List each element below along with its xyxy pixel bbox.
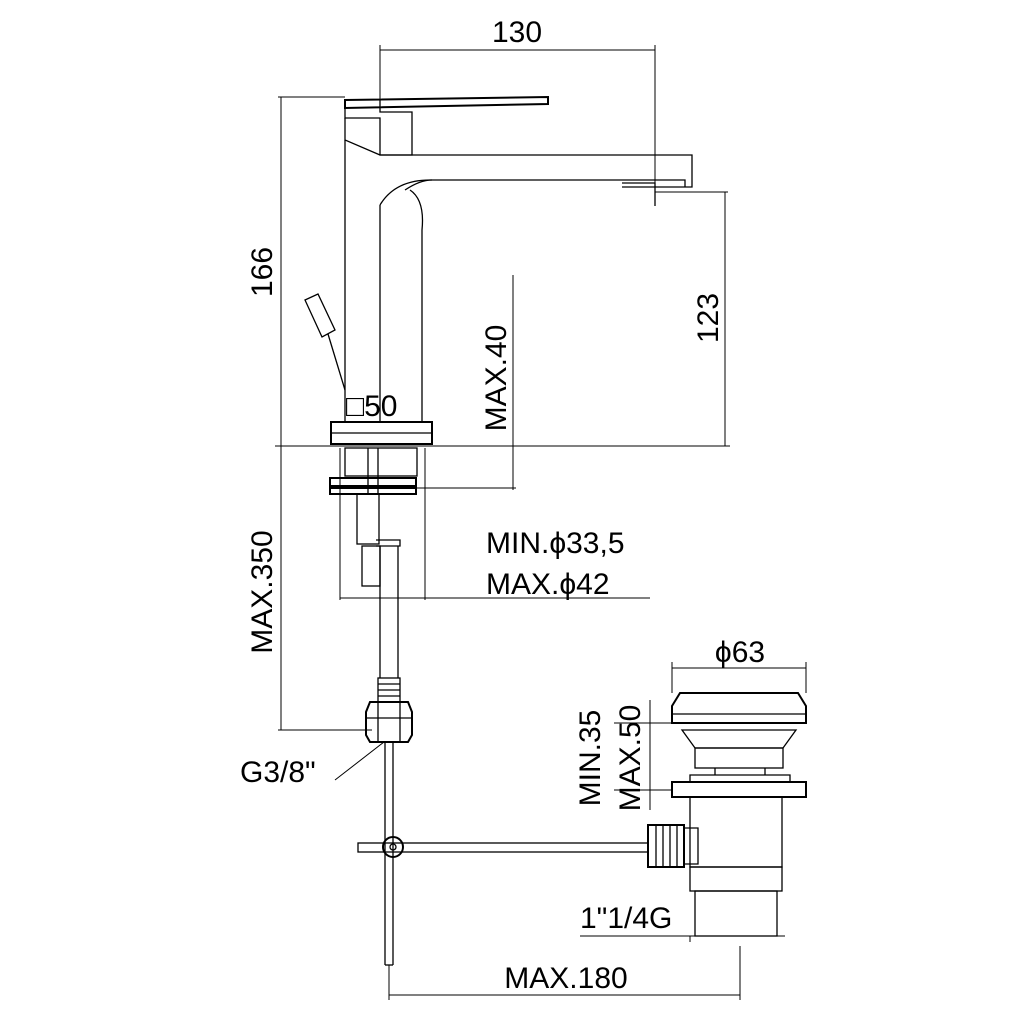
popup-rod-assembly <box>357 742 699 966</box>
dim-waste-max: MAX.50 <box>614 705 647 812</box>
waste-assembly <box>671 692 807 937</box>
dim-hose-length: MAX.350 <box>246 530 279 653</box>
spout <box>380 154 693 188</box>
waste-tail <box>694 890 778 937</box>
hex-nut <box>365 701 413 743</box>
dim-hole-max: MAX.ϕ42 <box>486 568 610 601</box>
waste-cap <box>671 692 807 724</box>
faucet-body <box>304 95 693 445</box>
dim-waste-min: MIN.35 <box>574 710 607 807</box>
side-lever <box>304 293 336 338</box>
dim-hole-min: MIN.ϕ33,5 <box>486 527 625 560</box>
side-connector <box>647 824 685 868</box>
dim-rod-reach: MAX.180 <box>504 962 627 995</box>
dim-total-height: 166 <box>246 247 279 297</box>
dim-spout-reach: 130 <box>492 16 542 49</box>
dim-base-size: □50 <box>346 390 398 423</box>
rod-clip <box>382 836 404 858</box>
fixing-nut <box>344 447 418 477</box>
fixing-assembly <box>329 447 418 743</box>
dim-waste-diameter: ϕ63 <box>715 636 765 669</box>
dim-deck-thickness: MAX.40 <box>480 325 513 432</box>
dim-spout-height: 123 <box>692 293 725 343</box>
dim-waste-thread: 1"1/4G <box>580 902 672 935</box>
dimension-lines <box>278 45 807 1000</box>
dim-hose-connection: G3/8" <box>240 756 316 789</box>
waste-body <box>689 796 783 868</box>
threaded-rod <box>356 493 380 545</box>
waste-nut <box>671 781 807 798</box>
fixing-washer <box>329 477 417 487</box>
lever-handle <box>344 95 549 110</box>
waste-flange <box>680 729 798 749</box>
